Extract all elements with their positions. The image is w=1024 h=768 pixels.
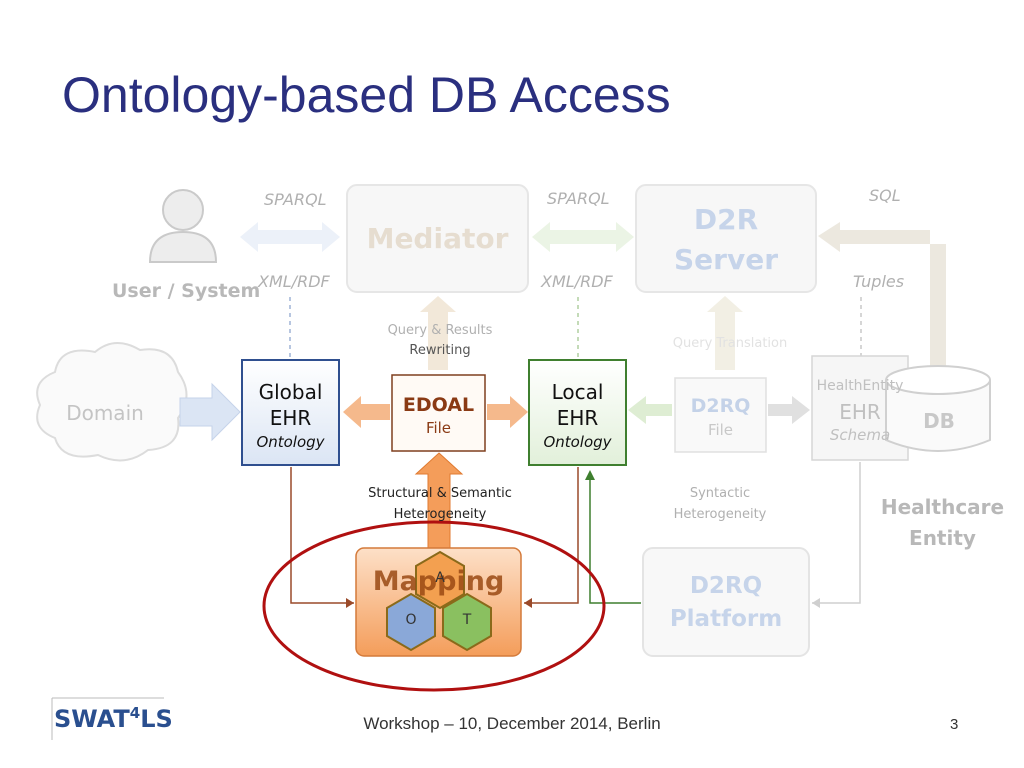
page-number: 3 — [950, 716, 959, 733]
global-ehr-label-1: Global — [258, 380, 323, 404]
d2rq-platform-label-1: D2RQ — [689, 573, 763, 599]
healthcare-to-platform-line — [812, 462, 861, 604]
logo-superscript: 4 — [129, 704, 141, 722]
db-label: DB — [923, 409, 955, 433]
domain-cloud — [36, 342, 188, 462]
health-entity-label-3: Schema — [829, 426, 891, 444]
local-ehr-label-2: EHR — [556, 406, 599, 430]
domain-label: Domain — [66, 401, 144, 425]
platform-to-local-line — [589, 472, 641, 604]
user-icon — [148, 189, 218, 263]
footer-text: Workshop – 10, December 2014, Berlin — [363, 714, 661, 733]
user-system-label: User / System — [112, 280, 261, 302]
local-to-mapping-line — [524, 467, 579, 604]
healthcare-entity-label-2: Entity — [909, 526, 976, 550]
swat4ls-logo — [51, 697, 164, 740]
edoal-label: EDOAL — [402, 394, 475, 416]
query-results-label-1: Query & Results — [387, 323, 493, 338]
query-results-label-2: Rewriting — [409, 343, 471, 358]
mediator-up-arrow — [420, 296, 456, 370]
syntactic-label-1: Syntactic — [689, 486, 751, 501]
query-translation-label: Query Translation — [672, 336, 788, 351]
aot-hexagons — [386, 550, 492, 652]
healthcare-entity-label-1: Healthcare — [880, 495, 1005, 519]
d2r-server-box — [635, 184, 817, 293]
local-ehr-label-1: Local — [551, 380, 604, 404]
d2rq-platform-label-2: Platform — [669, 606, 783, 632]
global-ehr-label-2: EHR — [269, 406, 312, 430]
d2r-up-arrow — [707, 296, 743, 370]
hex-a-label: A — [435, 570, 445, 586]
edoal-right-arrow — [487, 396, 528, 428]
mapping-label: Mapping — [372, 566, 505, 597]
sql-arrow — [818, 222, 946, 372]
d2r-server-label-1: D2R — [693, 203, 759, 236]
local-ehr-box — [528, 359, 627, 466]
edoal-left-arrow — [343, 396, 390, 428]
tuples-label: Tuples — [853, 272, 905, 291]
structural-semantic-label-2: Heterogeneity — [393, 507, 487, 522]
page-title: Ontology-based DB Access — [62, 67, 671, 123]
mediator-box — [346, 184, 529, 293]
syntactic-label-2: Heterogeneity — [673, 507, 767, 522]
health-entity-label-1: HealthEntity — [816, 378, 904, 394]
hex-t-label: T — [462, 612, 472, 628]
d2rq-file-label-2: File — [707, 421, 734, 439]
xmlrdf-mid-label: XML/RDF — [541, 272, 613, 291]
sparql-mid-label: SPARQL — [547, 189, 610, 208]
local-ehr-label-3: Ontology — [543, 433, 612, 451]
global-ehr-label-3: Ontology — [256, 433, 325, 451]
highlight-ellipse — [262, 520, 606, 692]
xmlrdf-left-label: XML/RDF — [258, 272, 330, 291]
logo-text-left: SWAT — [54, 705, 130, 733]
global-ehr-box — [241, 359, 340, 466]
structural-semantic-label-1: Structural & Semantic — [368, 486, 512, 501]
health-entity-label-2: EHR — [839, 400, 881, 424]
d2rq-platform-box — [642, 547, 810, 657]
sql-label: SQL — [869, 186, 901, 205]
hex-o-label: O — [405, 612, 417, 628]
d2rq-right-arrow — [768, 396, 810, 424]
sparql-left-arrow — [240, 222, 340, 252]
edoal-file-label: File — [425, 419, 452, 437]
edoal-box — [391, 374, 486, 452]
logo-text-right: LS — [140, 705, 173, 733]
d2rq-file-label-1: D2RQ — [690, 395, 751, 417]
d2rq-file-box — [674, 377, 767, 453]
domain-arrow — [179, 382, 241, 442]
sparql-left-label: SPARQL — [264, 190, 327, 209]
logo-text: SWAT4LS — [54, 704, 173, 733]
global-to-mapping-line — [290, 467, 354, 604]
mediator-label: Mediator — [366, 222, 509, 255]
d2rq-left-arrow — [628, 396, 672, 424]
db-cylinder — [885, 365, 991, 452]
d2r-server-label-2: Server — [673, 243, 778, 276]
sparql-mid-arrow — [532, 222, 634, 252]
